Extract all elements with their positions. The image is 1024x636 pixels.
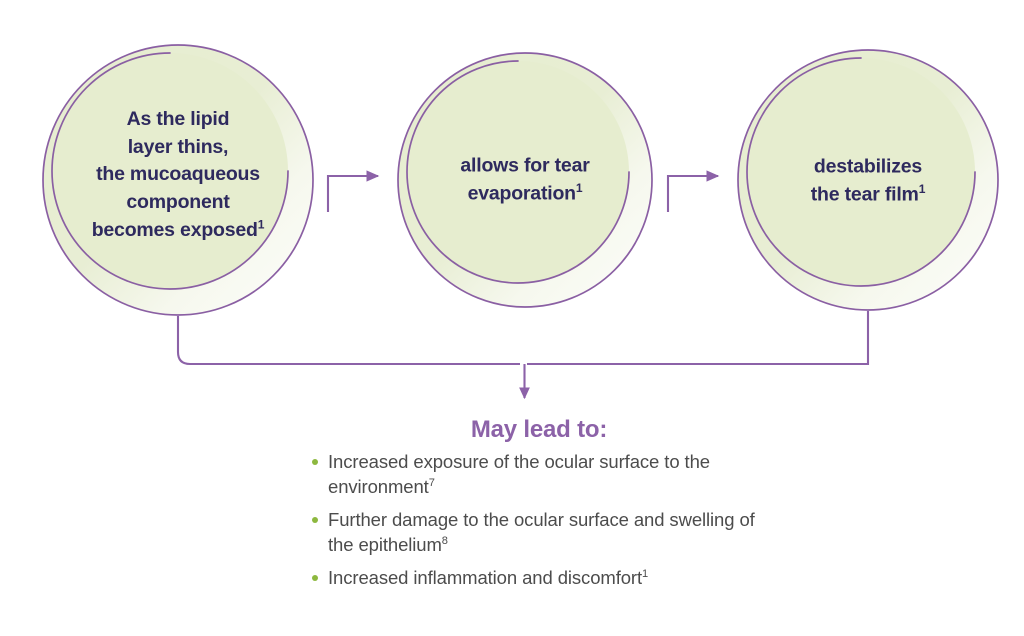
- outcome-item-text: Increased exposure of the ocular surface…: [328, 451, 710, 497]
- outcome-list: Increased exposure of the ocular surface…: [300, 450, 760, 591]
- step-3-inner-arc: [746, 57, 976, 287]
- bullet-dot-icon: [312, 459, 318, 465]
- step-1-inner-arc: [51, 52, 289, 290]
- list-item: Increased exposure of the ocular surface…: [312, 450, 760, 499]
- bullet-dot-icon: [312, 575, 318, 582]
- arrow-step1-to-step2: [326, 170, 380, 212]
- bullet-dot-icon: [312, 517, 318, 524]
- outcome-item-text: Increased inflammation and discomfort: [328, 567, 643, 589]
- step-2-inner-fill: [407, 61, 629, 283]
- outcome-block: May lead to: Increased exposure of the o…: [300, 416, 760, 591]
- step-1-inner-fill: [52, 53, 288, 289]
- merge-line-right: [527, 311, 870, 366]
- list-item: Further damage to the ocular surface and…: [312, 508, 760, 557]
- step-circle-1: [42, 44, 314, 316]
- step-3-inner-fill: [747, 58, 975, 286]
- step-circle-3: [737, 49, 999, 311]
- outcome-item-text: Further damage to the ocular surface and…: [328, 509, 755, 555]
- outcome-item-superscript: 1: [642, 568, 649, 581]
- list-item: Increased inflammation and discomfort1: [312, 566, 760, 591]
- outcome-heading: May lead to:: [470, 416, 608, 443]
- merge-line-left: [176, 316, 520, 366]
- outcome-item-superscript: 8: [441, 534, 448, 547]
- step-2-inner-arc: [406, 60, 630, 284]
- outcome-item-superscript: 7: [428, 476, 435, 489]
- arrow-step2-to-step3: [666, 170, 720, 212]
- step-circle-2: [397, 52, 653, 308]
